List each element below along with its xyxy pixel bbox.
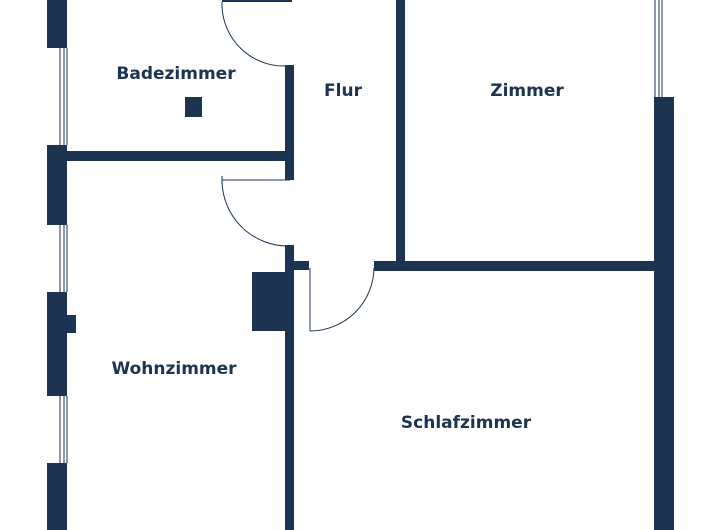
label-wohnzimmer: Wohnzimmer — [111, 359, 237, 379]
hall-left-wall-lower — [285, 245, 294, 530]
label-zimmer: Zimmer — [490, 81, 564, 101]
bathroom-door-swing — [221, 4, 287, 67]
left-wall-nub — [66, 315, 76, 333]
hall-lower-nub — [285, 261, 309, 270]
hall-left-wall-upper — [285, 65, 294, 180]
right-wall — [654, 97, 674, 530]
left-wall-mid-2 — [47, 292, 67, 396]
zimmer-bottom-wall — [374, 261, 661, 271]
bedroom-door-swing — [309, 267, 375, 332]
doors — [221, 2, 375, 332]
label-schlafzimmer: Schlafzimmer — [401, 413, 532, 433]
walls — [47, 0, 674, 530]
left-wall-mid-1 — [47, 145, 67, 225]
left-wall-top — [47, 0, 67, 48]
left-wall-bottom — [47, 463, 67, 530]
windows — [59, 0, 663, 463]
room-labels: Badezimmer Flur Zimmer Wohnzimmer Schlaf… — [111, 64, 564, 433]
chimney-block — [252, 272, 288, 331]
label-flur: Flur — [324, 81, 363, 101]
living-door-swing — [221, 179, 289, 247]
zimmer-left-wall — [396, 0, 405, 262]
top-remnant — [222, 0, 292, 2]
bathroom-bottom-wall — [60, 151, 292, 161]
label-badezimmer: Badezimmer — [116, 64, 236, 84]
bathroom-fixture — [185, 97, 202, 117]
